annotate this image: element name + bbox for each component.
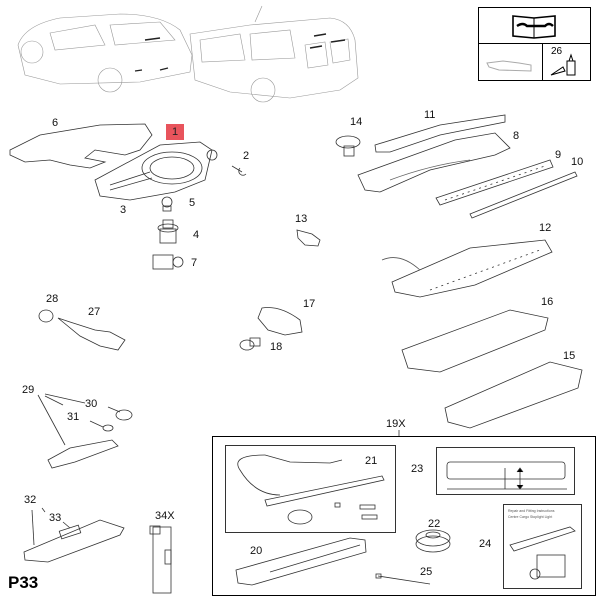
part-23-label[interactable]: 23 (411, 463, 424, 475)
part-10-label[interactable]: 10 (571, 156, 584, 168)
hatchback-car-illustration (17, 13, 193, 93)
kit-19x-box (212, 436, 596, 596)
part-9-label[interactable]: 9 (555, 149, 562, 161)
bracket-outline-icon (479, 43, 543, 80)
part-5-bulb (161, 196, 173, 212)
part-22-label[interactable]: 22 (428, 518, 441, 530)
part-16-label[interactable]: 16 (541, 296, 554, 308)
part-2-label[interactable]: 2 (243, 150, 250, 162)
part-13-connector (296, 229, 321, 247)
part-24-label[interactable]: 24 (479, 538, 492, 550)
part-2-screw (231, 165, 247, 176)
part-33-bulb (58, 521, 82, 540)
part-5-label[interactable]: 5 (189, 197, 196, 209)
part-29-licence-lamp (37, 393, 119, 469)
part-30-socket (107, 406, 133, 421)
part-1-label-highlighted[interactable]: 1 (166, 124, 184, 140)
part-12-lamp-unit (381, 239, 553, 298)
part-21-box (225, 445, 396, 533)
part-29-label[interactable]: 29 (22, 384, 35, 396)
part-26-label: 26 (551, 46, 563, 57)
part-4-label[interactable]: 4 (193, 229, 200, 241)
part-28-label[interactable]: 28 (46, 293, 59, 305)
part-6-label[interactable]: 6 (52, 117, 59, 129)
part-32-licence-lamp (23, 507, 125, 563)
part-1-tail-lamp (94, 141, 218, 201)
part-20-lens-cover (235, 537, 367, 586)
part-14-clip (335, 135, 361, 157)
part-16-cover (401, 309, 549, 373)
part-15-label[interactable]: 15 (563, 350, 576, 362)
info-box: 26 (478, 7, 591, 81)
part-20-label[interactable]: 20 (250, 545, 263, 557)
part-28-o-ring (38, 309, 54, 323)
part-22-grommet (415, 529, 451, 553)
part-31-label[interactable]: 31 (67, 411, 80, 423)
part-8-housing (357, 132, 511, 193)
part-24-instructions-box (503, 504, 582, 589)
part-18-socket (239, 337, 261, 351)
part-21-label[interactable]: 21 (365, 455, 378, 467)
part-27-switch (57, 317, 126, 351)
part-9-led-strip (435, 159, 554, 206)
part-23-box (436, 447, 575, 495)
part-12-label[interactable]: 12 (539, 222, 552, 234)
part-24-instructions-illustration (509, 526, 576, 580)
part-10-seal (469, 171, 578, 219)
part-30-label[interactable]: 30 (85, 398, 98, 410)
part-17-lamp (257, 307, 303, 336)
part-3-label[interactable]: 3 (120, 204, 127, 216)
instructions-line-2: Centre Cargo Stoplight Light (508, 515, 553, 519)
part-7-clip (152, 254, 184, 270)
part-14-label[interactable]: 14 (350, 116, 363, 128)
part-11-bracket (374, 114, 506, 153)
part-25-label[interactable]: 25 (420, 566, 433, 578)
instructions-text: Repair and Fitting Instructions Centre C… (508, 508, 555, 520)
part-18-label[interactable]: 18 (270, 341, 283, 353)
part-17-label[interactable]: 17 (303, 298, 316, 310)
part-6-cover (9, 123, 153, 169)
part-25-cable-tie (375, 573, 431, 585)
part-13-label[interactable]: 13 (295, 213, 308, 225)
part-21-wiring-kit (237, 454, 385, 525)
repair-manual-icon (479, 8, 590, 44)
part-23-label-diagram (446, 461, 567, 490)
part-8-label[interactable]: 8 (513, 130, 520, 142)
part-34x-bracket (149, 525, 172, 594)
sealant-tube-icon: 26 (543, 43, 590, 80)
estate-van-illustration (189, 5, 359, 103)
page-code: P33 (8, 573, 39, 592)
part-34x-label[interactable]: 34X (155, 510, 175, 522)
part-15-housing (444, 361, 583, 429)
part-7-label[interactable]: 7 (191, 257, 198, 269)
part-4-bulb-holder (157, 219, 179, 244)
part-31-bulb (89, 420, 114, 432)
part-19x-label[interactable]: 19X (386, 418, 406, 430)
part-32-label[interactable]: 32 (24, 494, 37, 506)
part-33-label[interactable]: 33 (49, 512, 62, 524)
part-27-label[interactable]: 27 (88, 306, 101, 318)
part-11-label[interactable]: 11 (424, 109, 436, 121)
instructions-line-1: Repair and Fitting Instructions (508, 509, 555, 513)
